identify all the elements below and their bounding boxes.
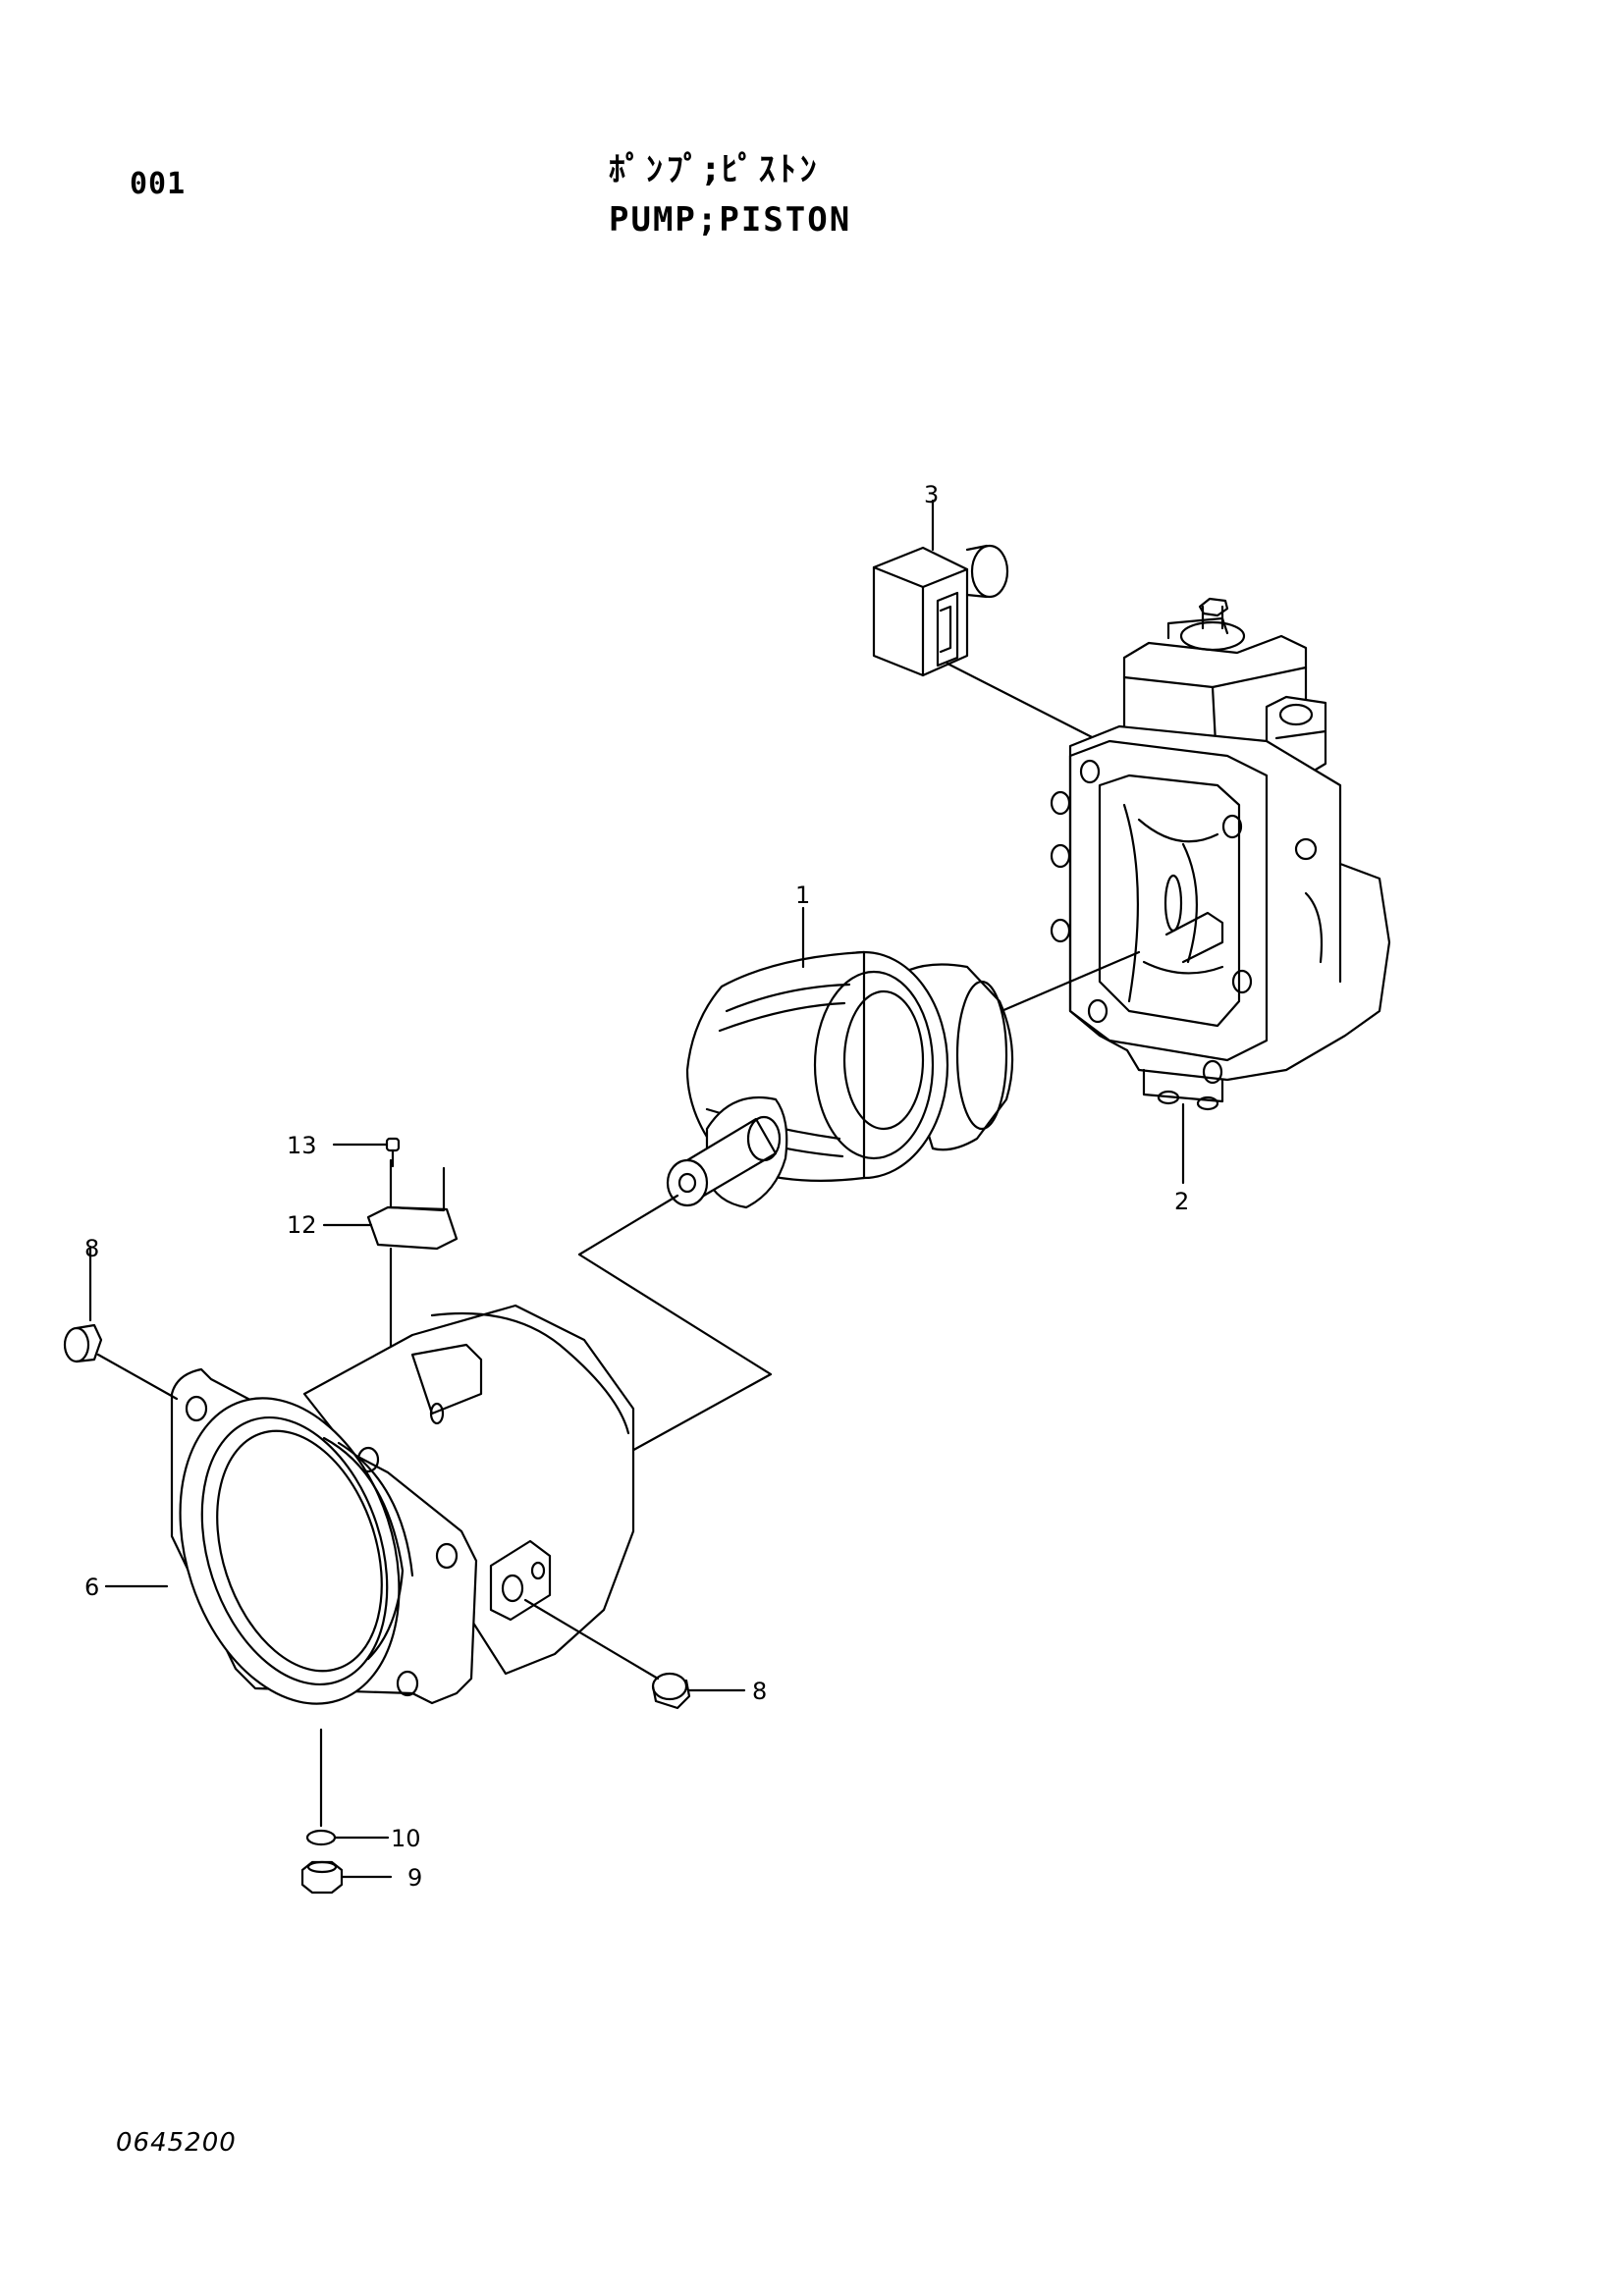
part-10-o-ring — [305, 1728, 390, 1846]
callout-8-lower: 8 — [752, 1678, 767, 1705]
callout-8-upper: 8 — [84, 1235, 99, 1262]
callout-12: 12 — [287, 1211, 317, 1239]
callout-9: 9 — [407, 1864, 422, 1892]
callout-2: 2 — [1174, 1188, 1189, 1215]
part-3-solenoid-connector — [872, 499, 1009, 677]
title-english: PUMP;PISTON — [609, 200, 852, 240]
callout-6: 6 — [84, 1574, 99, 1601]
callout-10: 10 — [391, 1825, 421, 1852]
callout-3: 3 — [924, 481, 939, 508]
part-1-rotating-group — [666, 950, 1014, 1209]
title-japanese: ﾎﾟﾝﾌﾟ;ﾋﾟｽﾄﾝ — [609, 150, 821, 189]
callout-13: 13 — [287, 1132, 317, 1159]
page-number: 001 — [130, 167, 187, 201]
drawing-code: 0645200 — [116, 2128, 237, 2158]
title-block: ﾎﾟﾝﾌﾟ;ﾋﾟｽﾄﾝ PUMP;PISTON — [609, 142, 923, 240]
part-8-plug-upper — [63, 1245, 179, 1401]
part-9-plug — [300, 1860, 393, 1895]
part-6-pump-housing — [170, 1304, 635, 1705]
part-2-regulator-block — [1050, 597, 1391, 1185]
callout-1: 1 — [795, 881, 810, 909]
part-13-bolt — [332, 1137, 401, 1168]
part-8-plug-lower — [523, 1598, 746, 1710]
part-12-nameplate — [322, 1158, 459, 1376]
